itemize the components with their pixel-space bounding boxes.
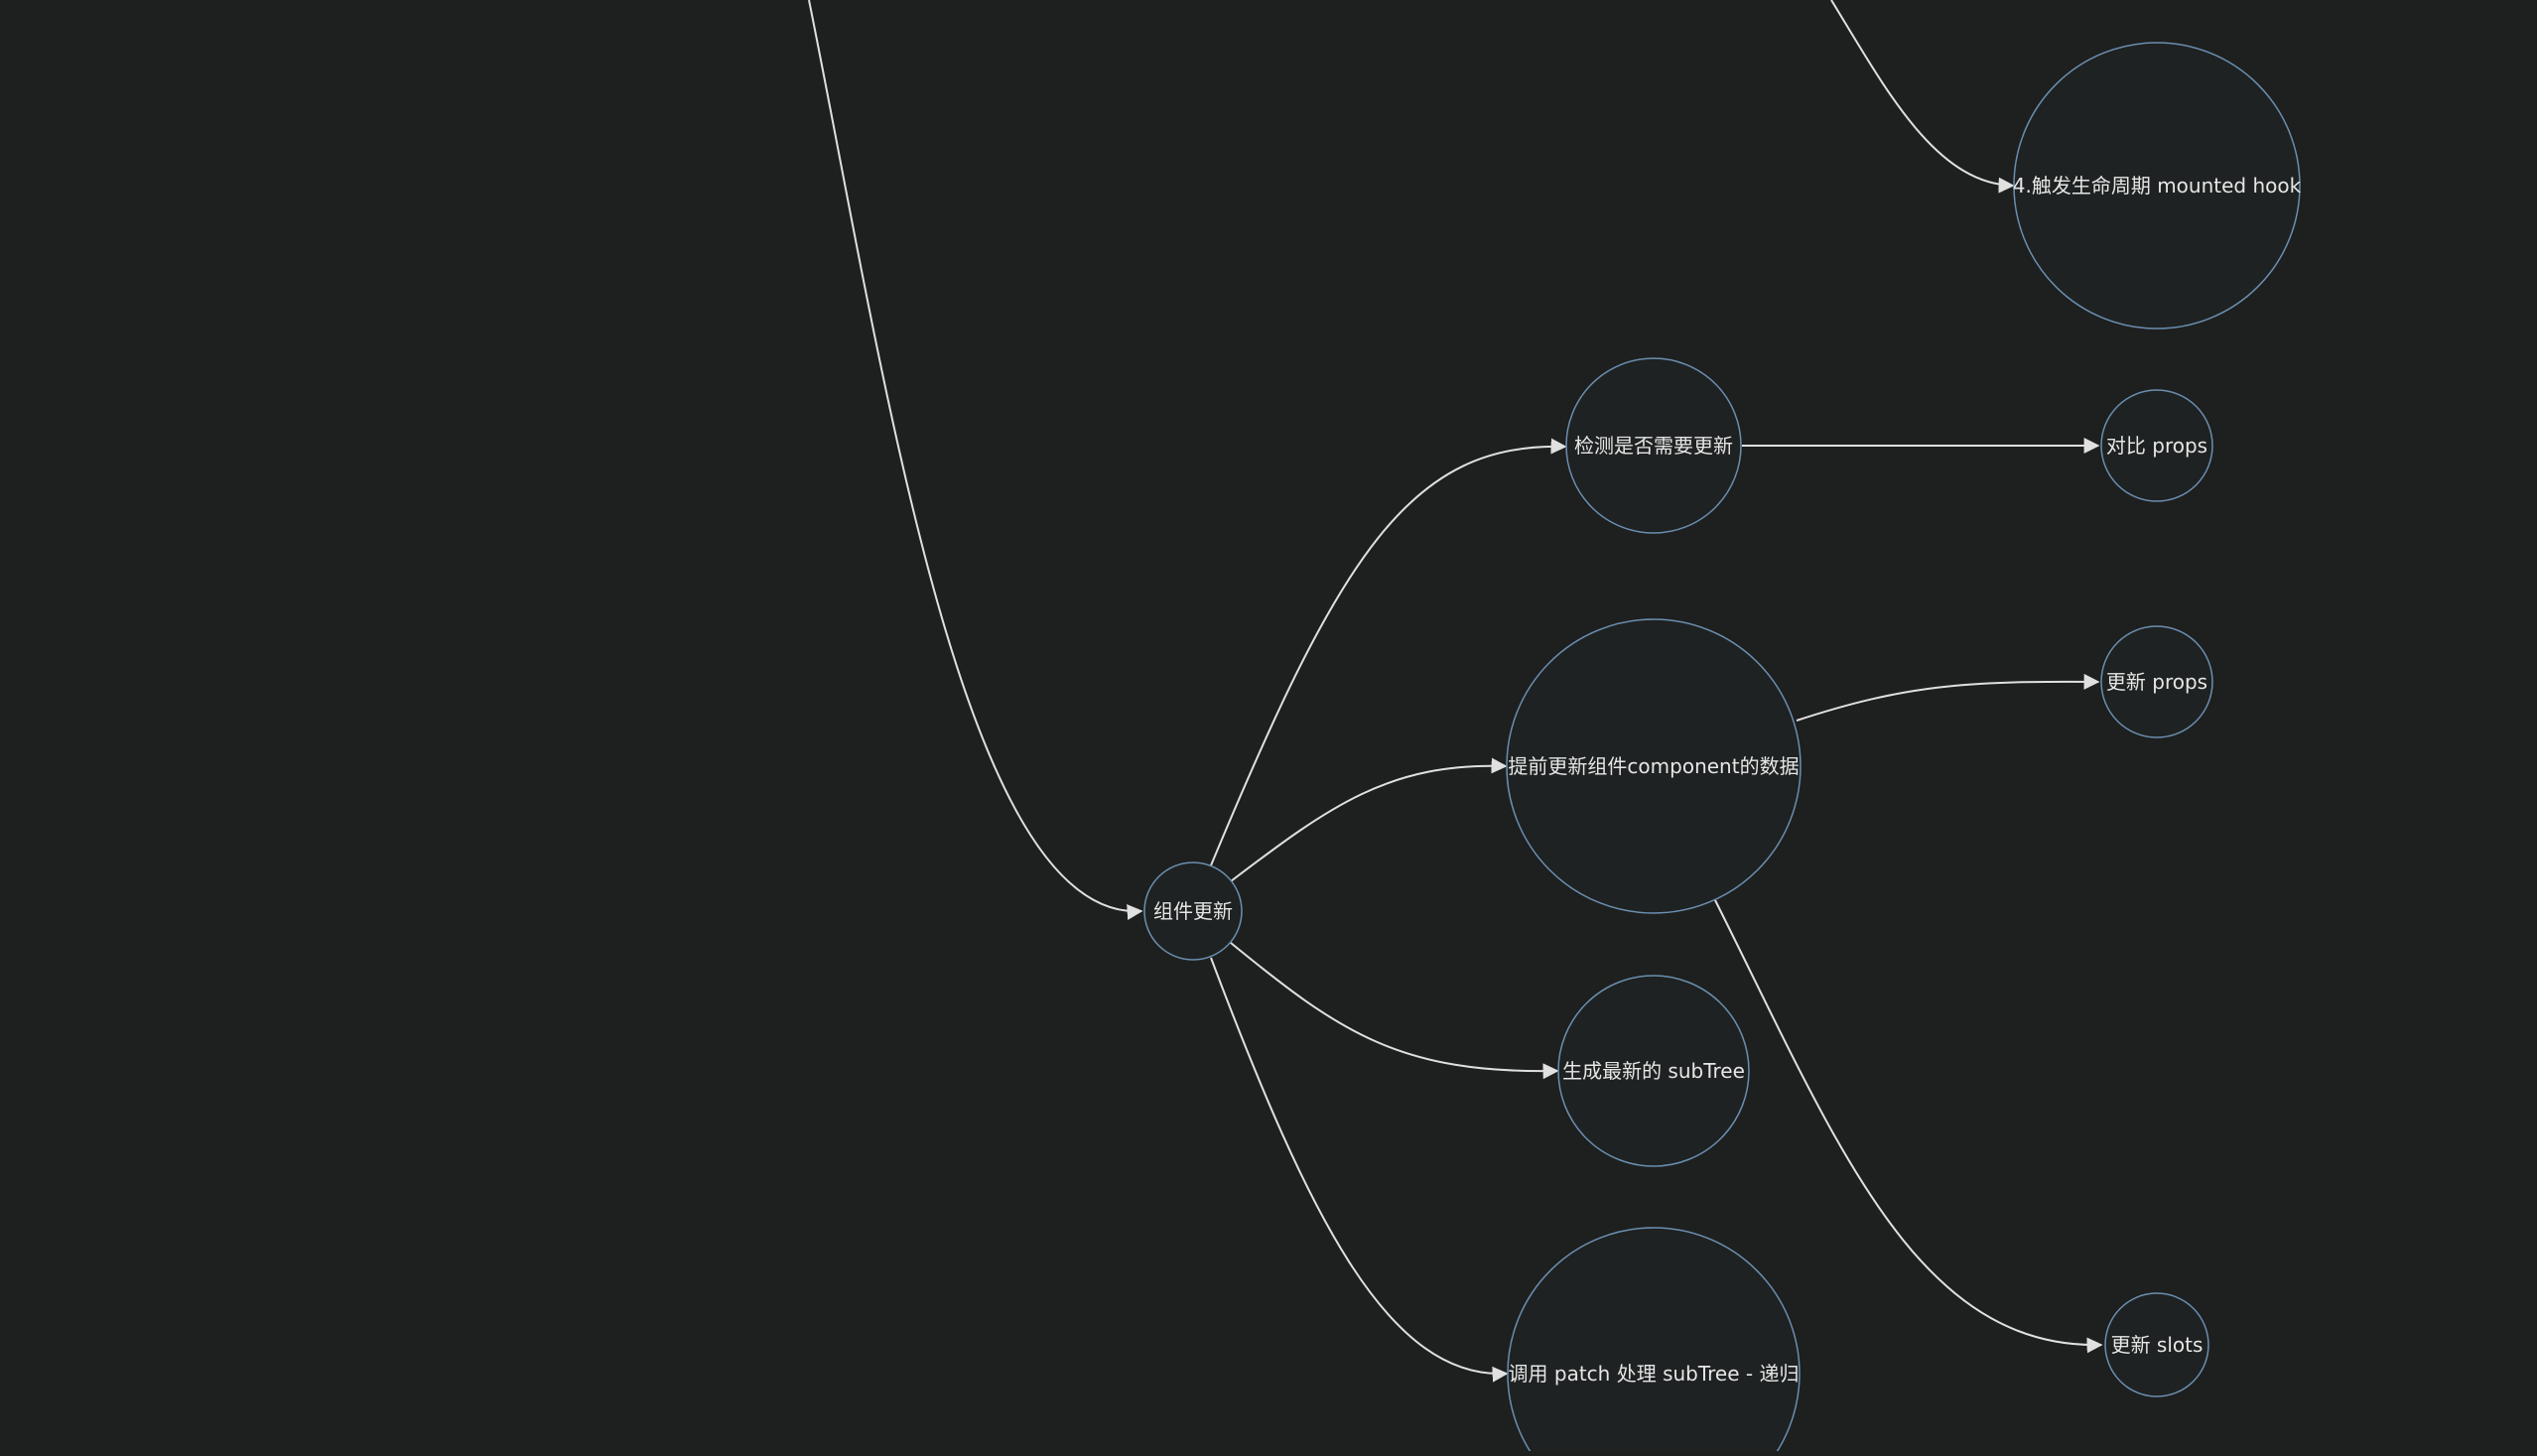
- node-patch-circle: [1507, 1227, 1801, 1456]
- edge-pre-to-slots: [1713, 897, 2103, 1354]
- node-gen[interactable]: 生成最新的 subTree: [1557, 975, 1750, 1167]
- node-mounted-circle: [2013, 42, 2301, 330]
- node-pre[interactable]: 提前更新组件component的数据: [1506, 618, 1802, 914]
- node-pre-circle: [1506, 618, 1802, 914]
- node-slots-circle: [2104, 1292, 2209, 1397]
- node-compare-label: 对比 props: [2106, 434, 2207, 458]
- edge-offscreen-to-mounted: [1830, 0, 2015, 194]
- node-uprops-circle: [2100, 625, 2213, 738]
- edge-offscreen-to-update: [808, 0, 1143, 920]
- node-update-circle: [1143, 861, 1243, 961]
- node-slots[interactable]: 更新 slots: [2104, 1292, 2209, 1397]
- node-compare[interactable]: 对比 props: [2100, 389, 2213, 502]
- node-update[interactable]: 组件更新: [1143, 861, 1243, 961]
- node-patch-label: 调用 patch 处理 subTree - 递归: [1509, 1362, 1800, 1386]
- edge-update-to-check: [1210, 438, 1567, 866]
- edge-update-to-gen: [1230, 942, 1559, 1080]
- nodes-layer: 4.触发生命周期 mounted hook 组件更新 检测是否需要更新 对比 p…: [1143, 42, 2302, 1456]
- node-check-circle: [1565, 357, 1742, 534]
- node-slots-label: 更新 slots: [2111, 1333, 2203, 1357]
- edge-pre-to-uprops: [1796, 673, 2100, 722]
- node-compare-circle: [2100, 389, 2213, 502]
- node-check-label: 检测是否需要更新: [1574, 434, 1733, 458]
- node-mounted[interactable]: 4.触发生命周期 mounted hook: [2013, 42, 2302, 330]
- node-uprops-label: 更新 props: [2106, 670, 2207, 694]
- node-gen-circle: [1557, 975, 1750, 1167]
- edge-update-to-patch: [1210, 957, 1509, 1383]
- node-patch[interactable]: 调用 patch 处理 subTree - 递归: [1507, 1227, 1801, 1456]
- edge-update-to-pre: [1230, 757, 1508, 882]
- node-mounted-label: 4.触发生命周期 mounted hook: [2013, 174, 2302, 198]
- node-update-label: 组件更新: [1153, 899, 1233, 923]
- node-uprops[interactable]: 更新 props: [2100, 625, 2213, 738]
- node-pre-label: 提前更新组件component的数据: [1508, 754, 1799, 778]
- node-gen-label: 生成最新的 subTree: [1562, 1059, 1745, 1083]
- edges-layer: [808, 0, 2103, 1383]
- node-check[interactable]: 检测是否需要更新: [1565, 357, 1742, 534]
